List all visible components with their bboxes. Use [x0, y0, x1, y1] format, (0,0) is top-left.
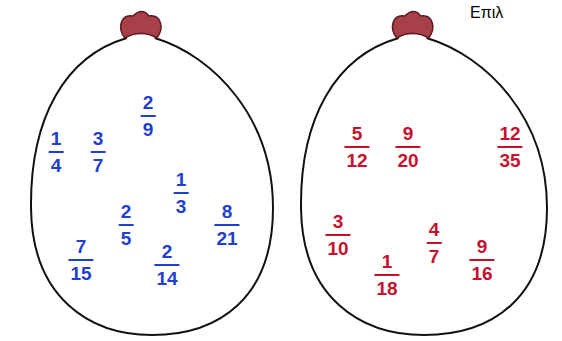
denominator: 7 [91, 153, 106, 176]
denominator: 16 [469, 261, 494, 284]
fraction: 920 [395, 123, 420, 171]
fraction: 1235 [497, 123, 522, 171]
fraction: 25 [119, 201, 134, 249]
fraction: 512 [344, 123, 369, 171]
denominator: 4 [49, 153, 64, 176]
denominator: 15 [68, 261, 93, 284]
sack: 2914371325821715214 [28, 8, 276, 338]
fraction: 715 [68, 236, 93, 284]
instruction-text: Επιλ [470, 4, 503, 22]
numerator: 2 [119, 201, 134, 226]
numerator: 5 [344, 123, 369, 148]
numerator: 1 [374, 251, 399, 276]
fraction: 14 [49, 128, 64, 176]
denominator: 35 [497, 148, 522, 171]
sack: 512920123531047118916 [298, 8, 550, 338]
numerator: 3 [325, 211, 350, 236]
fraction: 118 [374, 251, 399, 299]
numerator: 2 [154, 241, 179, 266]
fraction: 37 [91, 128, 106, 176]
fraction: 916 [469, 236, 494, 284]
denominator: 10 [325, 236, 350, 259]
denominator: 20 [395, 148, 420, 171]
numerator: 8 [214, 201, 239, 226]
numerator: 3 [91, 128, 106, 153]
denominator: 14 [154, 266, 179, 289]
denominator: 3 [174, 194, 189, 217]
numerator: 1 [174, 169, 189, 194]
denominator: 18 [374, 276, 399, 299]
fraction: 310 [325, 211, 350, 259]
denominator: 7 [427, 244, 442, 267]
numerator: 12 [497, 123, 522, 148]
fraction: 29 [141, 92, 156, 140]
numerator: 2 [141, 92, 156, 117]
numerator: 7 [68, 236, 93, 261]
numerator: 1 [49, 128, 64, 153]
sack-outline [298, 8, 550, 338]
fraction: 214 [154, 241, 179, 289]
fraction: 47 [427, 219, 442, 267]
denominator: 9 [141, 117, 156, 140]
sack-outline [28, 8, 276, 338]
numerator: 4 [427, 219, 442, 244]
denominator: 12 [344, 148, 369, 171]
numerator: 9 [395, 123, 420, 148]
fraction: 13 [174, 169, 189, 217]
fraction: 821 [214, 201, 239, 249]
denominator: 21 [214, 226, 239, 249]
numerator: 9 [469, 236, 494, 261]
denominator: 5 [119, 226, 134, 249]
